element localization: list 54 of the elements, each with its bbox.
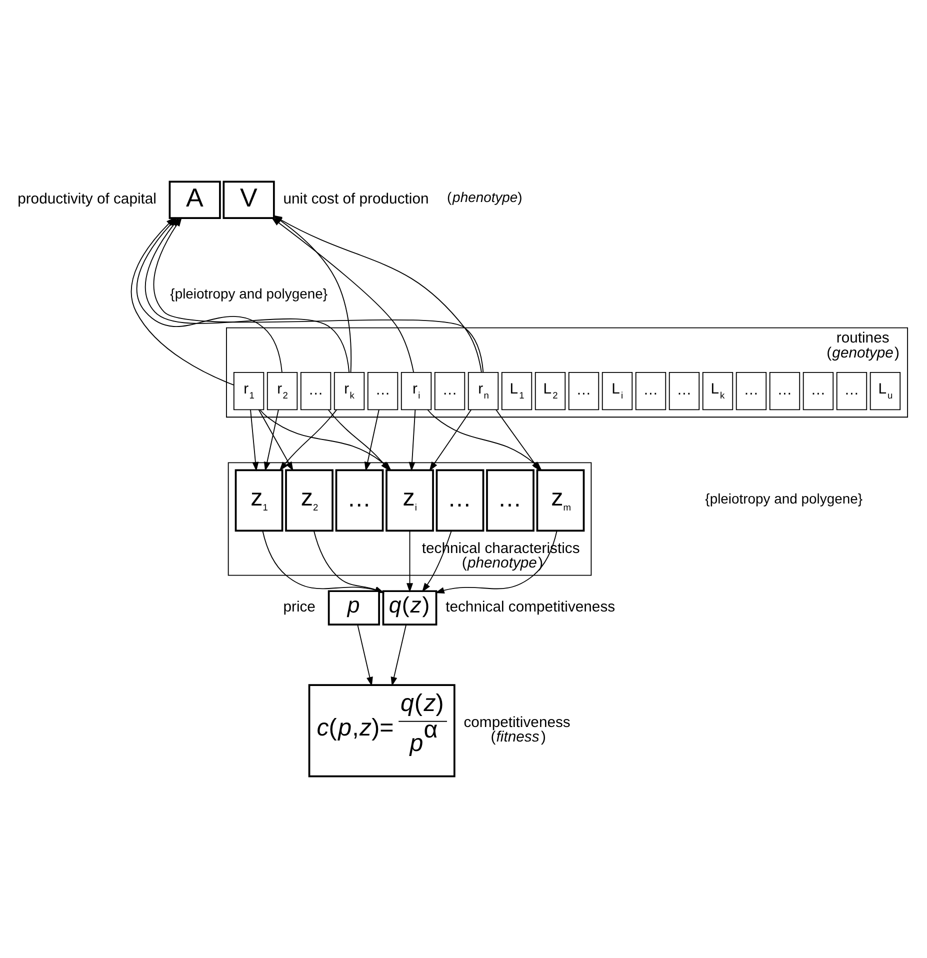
node-box: L$_{k}$ (702, 372, 734, 410)
node-box: A (168, 180, 221, 219)
node-box: z$_{2}$ (285, 469, 334, 532)
node-box: p (328, 590, 380, 626)
node-box: L$_{i}$ (602, 372, 633, 410)
node-box: … (668, 372, 700, 410)
node-box: … (635, 372, 666, 410)
node-box: … (736, 372, 767, 410)
node-box: r$_{1}$ (233, 372, 264, 410)
node-box: r$_{i}$ (400, 372, 432, 410)
node-label: productivity of capital (18, 191, 156, 208)
node-box: … (335, 469, 384, 532)
arrow (364, 409, 380, 472)
label: {pleiotropy and polygene} (170, 285, 328, 302)
node-label: unit cost of production (283, 191, 429, 208)
arrow (279, 409, 338, 471)
node-box: … (300, 372, 332, 410)
node-box: r$_{n}$ (468, 372, 499, 410)
node-box: L$_{1}$ (501, 372, 532, 410)
arrow (496, 409, 540, 472)
node-box: … (436, 469, 484, 532)
label: (phenotype) (446, 189, 522, 206)
node-box: z$_{i}$ (386, 469, 434, 532)
node-box: L$_{u}$ (870, 372, 901, 410)
node-box: … (367, 372, 398, 410)
arrow (408, 409, 416, 472)
node-box: … (802, 372, 834, 410)
arrow (264, 409, 279, 472)
node-label: (fitness) (490, 730, 546, 746)
arrow (250, 409, 259, 472)
arrow (258, 409, 294, 472)
node-box: z$_{m}$ (536, 469, 585, 532)
node-box: r$_{k}$ (334, 372, 365, 410)
node-box: q(z) (382, 590, 438, 626)
arrow (357, 624, 373, 686)
node-box: L$_{2}$ (534, 372, 566, 410)
node-label: technical competitiveness (446, 599, 616, 616)
node-label: competitiveness (464, 714, 570, 731)
arrow (328, 409, 390, 471)
node-box: … (568, 372, 600, 410)
node-box: z$_{1}$ (234, 469, 284, 532)
arrow (406, 530, 414, 592)
node-box: … (836, 372, 868, 410)
arrow (390, 624, 407, 686)
node-box: … (434, 372, 466, 410)
node-label: price (283, 599, 316, 616)
node-box: … (769, 372, 800, 410)
node-box: r$_{2}$ (266, 372, 298, 410)
arrow (422, 530, 452, 592)
node-box: V (222, 180, 275, 219)
arrow (429, 409, 472, 472)
node-box: … (486, 469, 534, 532)
node-label: (genotype) (826, 345, 900, 362)
label: {pleiotropy and polygene} (705, 490, 863, 507)
